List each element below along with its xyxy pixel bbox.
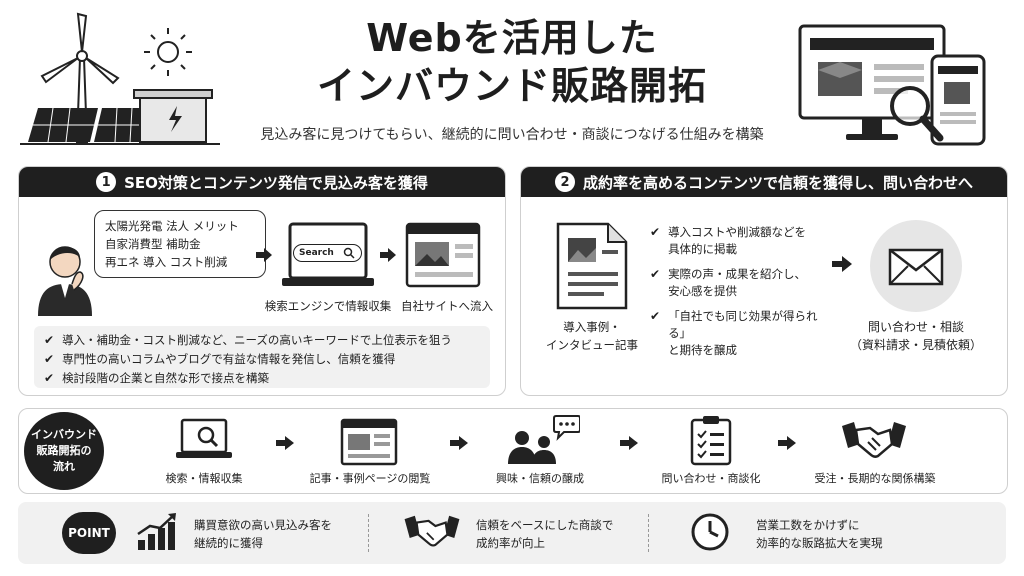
growth-chart-icon xyxy=(137,513,176,550)
people-chat-icon xyxy=(508,415,580,464)
clock-icon xyxy=(691,513,729,551)
step-caption-site: 自社サイトへ流入 xyxy=(401,299,493,313)
point-item-line: 効率的な販路拡大を実現 xyxy=(756,536,883,550)
flow-step-label: 問い合わせ・商談化 xyxy=(661,472,761,485)
check-text: と期待を醸成 xyxy=(668,343,738,357)
flow-badge-line: 流れ xyxy=(53,460,75,473)
step-number-badge: 1 xyxy=(96,172,117,192)
panel-seo-checks-box xyxy=(34,326,490,388)
point-divider xyxy=(648,514,649,552)
panel-conversion-header: 2 成約率を高めるコンテンツで信頼を獲得し、問い合わせへ xyxy=(521,167,1007,197)
keyword-bubble: 太陽光発電 法人 メリット 自家消費型 補助金 再エネ 導入 コスト削減 xyxy=(94,210,266,278)
point-divider xyxy=(368,514,369,552)
flow-badge: インバウンド 販路開拓の 流れ xyxy=(24,412,104,490)
keyword-line: 自家消費型 補助金 xyxy=(105,237,201,251)
check-text: 専門性の高いコラムやブログで有益な情報を発信し、信頼を獲得 xyxy=(62,351,396,366)
person-thinking-icon xyxy=(38,246,92,316)
check-item: ✔ 導入コストや削減額などを具体的に掲載 xyxy=(650,224,830,258)
checklist-icon xyxy=(690,416,732,466)
check-text: 具体的に掲載 xyxy=(668,242,738,256)
contact-caption-line: 問い合わせ・相談 xyxy=(867,320,964,334)
point-item-line: 営業工数をかけずに xyxy=(756,518,860,532)
point-item-line: 購買意欲の高い見込み客を xyxy=(194,518,332,532)
arrow-right-icon xyxy=(450,436,468,450)
smartphone-icon xyxy=(930,54,986,146)
website-icon xyxy=(340,418,398,466)
step-caption-search: 検索エンジンで情報収集 xyxy=(264,299,392,313)
check-icon: ✔ xyxy=(44,351,55,366)
flow-badge-line: 販路開拓の xyxy=(36,444,92,457)
solar-panel-icon xyxy=(28,107,146,143)
handshake-icon xyxy=(404,515,460,547)
point-item: 信頼をベースにした商談で 成約率が向上 xyxy=(476,516,613,552)
check-item: ✔ 導入・補助金・コスト削減など、ニーズの高いキーワードで上位表示を狙う xyxy=(44,330,452,349)
laptop-search-icon xyxy=(176,418,232,458)
point-item-line: 成約率が向上 xyxy=(476,536,545,550)
case-study-caption-line: 導入事例・ xyxy=(563,320,621,334)
document-icon xyxy=(556,222,628,310)
arrow-right-icon xyxy=(620,436,638,450)
arrow-right-icon xyxy=(778,436,796,450)
check-icon: ✔ xyxy=(44,370,55,385)
flow-step-label: 記事・事例ページの閲覧 xyxy=(309,472,431,485)
arrow-right-icon xyxy=(380,248,396,262)
point-item: 営業工数をかけずに 効率的な販路拡大を実現 xyxy=(756,516,883,552)
check-item: ✔ 実際の声・成果を紹介し、安心感を提供 xyxy=(650,266,830,300)
check-text: 導入コストや削減額などを xyxy=(668,225,807,239)
sun-icon xyxy=(144,28,192,76)
point-item-line: 継続的に獲得 xyxy=(194,536,263,550)
point-badge: POINT xyxy=(62,512,116,554)
point-item: 購買意欲の高い見込み客を 継続的に獲得 xyxy=(194,516,332,552)
case-study-caption-line: インタビュー記事 xyxy=(546,338,638,352)
panel-seo-title: SEO対策とコンテンツ発信で見込み客を獲得 xyxy=(124,173,428,192)
contact-caption: 問い合わせ・相談 （資料請求・見積依頼） xyxy=(846,318,986,354)
website-icon xyxy=(405,222,481,288)
title-line-1: Webを活用した xyxy=(366,16,658,60)
step-number-badge: 2 xyxy=(554,172,575,192)
title-line-2: インバウンド販路開拓 xyxy=(316,64,707,108)
page-title: Webを活用した インバウンド販路開拓 xyxy=(250,14,774,110)
case-study-caption: 導入事例・ インタビュー記事 xyxy=(536,318,648,354)
flow-badge-line: インバウンド xyxy=(31,428,97,441)
monitor-icon xyxy=(798,24,946,140)
device-illustration xyxy=(798,24,986,146)
flow-step-label: 受注・長期的な関係構築 xyxy=(814,472,936,485)
arrow-right-icon xyxy=(276,436,294,450)
envelope-icon xyxy=(870,220,962,312)
check-icon: ✔ xyxy=(650,267,661,281)
keyword-line: 太陽光発電 法人 メリット xyxy=(105,219,239,233)
flow-step-label: 検索・情報収集 xyxy=(165,472,243,485)
check-text: 導入・補助金・コスト削減など、ニーズの高いキーワードで上位表示を狙う xyxy=(62,332,452,347)
point-item-line: 信頼をベースにした商談で xyxy=(476,518,614,532)
keyword-line: 再エネ 導入 コスト削減 xyxy=(105,255,228,269)
check-item: ✔ 専門性の高いコラムやブログで有益な情報を発信し、信頼を獲得 xyxy=(44,349,452,368)
check-icon: ✔ xyxy=(44,332,55,347)
arrow-right-icon xyxy=(256,248,272,262)
flow-step-label: 興味・信頼の醸成 xyxy=(496,472,584,485)
check-icon: ✔ xyxy=(650,225,661,239)
battery-icon xyxy=(133,89,213,143)
arrow-right-icon xyxy=(832,256,852,272)
panel-seo-header: 1 SEO対策とコンテンツ発信で見込み客を獲得 xyxy=(19,167,505,197)
panel-conversion-title: 成約率を高めるコンテンツで信頼を獲得し、問い合わせへ xyxy=(582,173,973,192)
panel-seo-checklist: ✔ 導入・補助金・コスト削減など、ニーズの高いキーワードで上位表示を狙う ✔ 専門性… xyxy=(44,330,452,387)
check-text: 安心感を提供 xyxy=(668,284,738,298)
page-subtitle: 見込み客に見つけてもらい、継続的に問い合わせ・商談につなげる仕組みを構築 xyxy=(260,127,764,143)
search-box[interactable]: Search xyxy=(293,244,362,262)
search-box-text: Search xyxy=(299,248,334,258)
check-item: ✔ 「自社でも同じ効果が得られる」と期待を醸成 xyxy=(650,308,830,359)
magnifier-icon xyxy=(890,86,944,142)
check-text: 検討段階の企業と自然な形で接点を構築 xyxy=(62,370,270,385)
search-icon xyxy=(343,247,355,259)
energy-illustration xyxy=(20,12,220,145)
handshake-icon xyxy=(842,422,906,458)
point-strip xyxy=(18,502,1006,564)
check-icon: ✔ xyxy=(650,309,661,323)
contact-caption-line: （資料請求・見積依頼） xyxy=(849,338,982,352)
check-item: ✔ 検討段階の企業と自然な形で接点を構築 xyxy=(44,368,452,387)
check-text: 実際の声・成果を紹介し、 xyxy=(668,267,807,281)
panel-conversion-checklist: ✔ 導入コストや削減額などを具体的に掲載 ✔ 実際の声・成果を紹介し、安心感を提… xyxy=(650,224,830,359)
check-text: 「自社でも同じ効果が得られる」 xyxy=(668,309,818,340)
